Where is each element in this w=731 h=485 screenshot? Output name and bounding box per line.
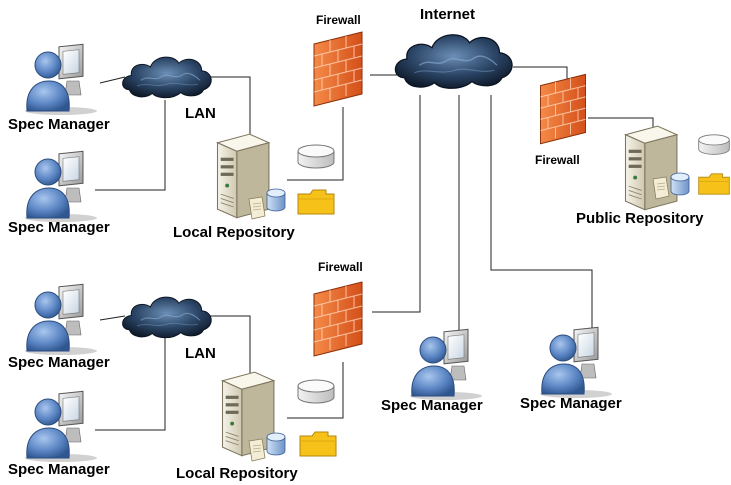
spec-manager-label: Spec Manager [381,397,483,414]
folder-icon [299,431,337,457]
database-icon [266,188,286,212]
lan-cloud-icon [121,296,212,339]
link-user3-lan2 [99,315,126,321]
document-icon [652,176,670,200]
spec-manager-user-icon [24,150,98,223]
spec-manager-label: Spec Manager [8,219,110,236]
link-user1-lan1 [99,76,126,84]
disk-icon [297,144,335,169]
disk-icon [297,379,335,404]
spec-manager-label: Spec Manager [8,461,110,478]
lan-cloud-icon [121,56,212,99]
spec-manager-user-icon [24,43,98,116]
link-repo2-firewall2 [287,362,344,419]
link-repo1-firewall1 [287,107,344,181]
network-links [95,66,654,431]
lan-label: LAN [185,345,216,362]
server-icon [221,371,275,457]
document-icon [248,196,266,220]
firewall-label: Firewall [316,13,361,27]
firewall-label: Firewall [318,260,363,274]
spec-manager-label: Spec Manager [8,354,110,371]
local-repository-group [216,133,335,220]
disk-icon [698,134,730,155]
lan-label: LAN [185,105,216,122]
folder-icon [698,173,730,195]
spec-manager-user-icon [24,390,98,463]
database-icon [266,432,286,456]
local-repository-group [221,371,337,462]
link-user4-lan2 [95,337,166,431]
server-icon [624,125,678,211]
spec-manager-user-icon [409,328,483,401]
link-user2-lan1 [95,100,166,191]
firewall-icon [313,31,363,107]
link-internet-user6 [490,95,593,342]
firewall-icon [540,73,586,145]
spec-manager-label: Spec Manager [8,116,110,133]
firewall-label: Firewall [535,153,580,167]
link-internet-firewall2 [372,95,421,313]
spec-manager-user-icon [24,283,98,356]
link-lan1-repo1 [205,76,251,148]
local-repository-label: Local Repository [176,465,298,482]
public-repository-group [624,125,730,211]
public-repository-label: Public Repository [576,210,704,227]
spec-manager-user-icon [539,326,613,399]
link-internet-firewall3 [513,66,568,80]
internet-cloud-icon [394,33,514,90]
local-repository-label: Local Repository [173,224,295,241]
database-icon [670,172,690,196]
document-icon [248,438,266,462]
internet-label: Internet [420,6,475,23]
folder-icon [297,189,335,215]
link-lan2-repo2 [205,315,251,385]
spec-manager-label: Spec Manager [520,395,622,412]
firewall-icon [313,281,363,357]
